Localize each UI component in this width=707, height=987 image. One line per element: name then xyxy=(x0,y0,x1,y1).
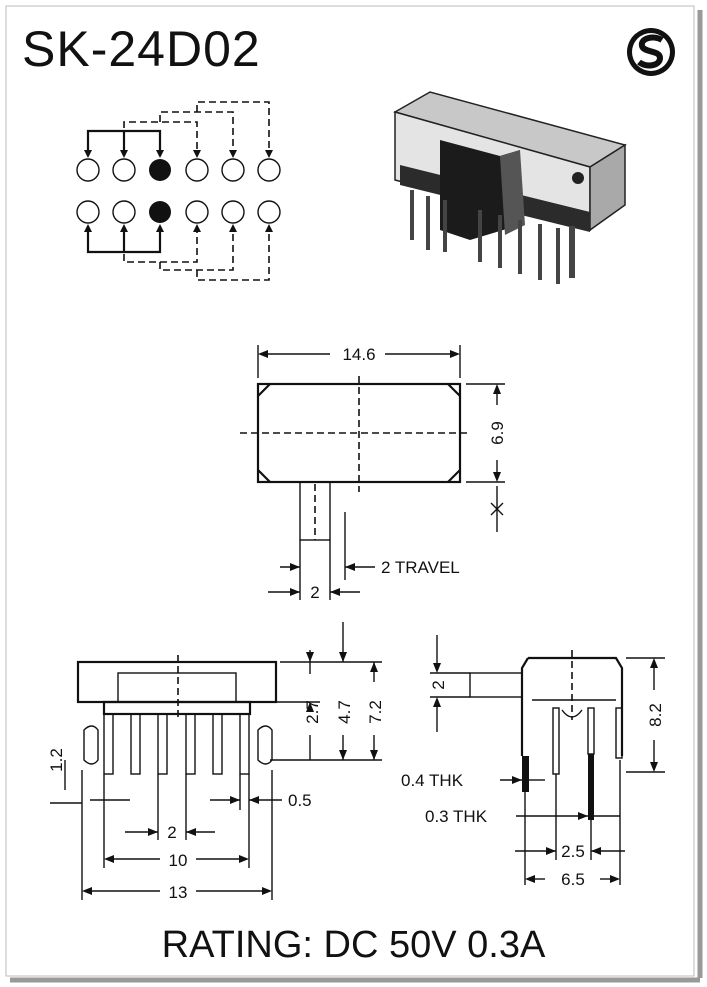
dim-h-total-label: 7.2 xyxy=(366,700,385,724)
dim-overall-label: 13 xyxy=(169,883,188,902)
dim-h-top-label: 4.7 xyxy=(335,700,354,724)
terminal-circle xyxy=(76,200,100,224)
terminal-circle xyxy=(221,158,245,182)
side-view-drawing xyxy=(430,635,665,885)
front-view-drawing xyxy=(50,622,382,900)
terminal-circle xyxy=(112,200,136,224)
dim-pitch-label: 2 xyxy=(167,823,176,842)
circuit-schematic xyxy=(76,101,281,281)
top-view-drawing xyxy=(240,345,505,600)
s-logo-icon xyxy=(627,28,675,76)
dim-height-label: 6.9 xyxy=(488,421,507,445)
dim-actuator-label: 2 xyxy=(310,583,319,602)
terminal-circle xyxy=(185,200,209,224)
terminal-circle xyxy=(257,158,281,182)
page-frame xyxy=(5,5,695,977)
terminal-circle xyxy=(221,200,245,224)
common-terminal xyxy=(149,159,171,181)
part-number-title: SK-24D02 xyxy=(22,21,261,77)
dim-row-span-label: 10 xyxy=(169,851,188,870)
product-3d-image xyxy=(393,91,627,284)
side-view-actuator xyxy=(469,672,523,698)
rating-text: RATING: DC 50V 0.3A xyxy=(161,924,546,966)
front-view-pins xyxy=(83,713,273,775)
common-terminal xyxy=(149,201,171,223)
dim-side-pitch-label: 2.5 xyxy=(561,842,585,861)
terminal-circle xyxy=(185,158,209,182)
terminal-circle xyxy=(112,158,136,182)
dim-pin-width-label: 0.5 xyxy=(288,791,312,810)
dim-side-actuator-label: 2 xyxy=(429,680,448,689)
dim-width-label: 14.6 xyxy=(342,345,375,364)
terminal-circle xyxy=(257,200,281,224)
front-view-body xyxy=(76,660,278,704)
dim-lead-label: 1.2 xyxy=(47,748,66,772)
dim-h-body-label: 2.7 xyxy=(303,700,322,724)
dim-thk-b-label: 0.3 THK xyxy=(425,807,488,826)
dim-side-height-label: 8.2 xyxy=(646,703,665,727)
dim-thk-a-label: 0.4 THK xyxy=(401,771,464,790)
dim-travel-label: 2 TRAVEL xyxy=(381,558,460,577)
dim-side-width-label: 6.5 xyxy=(561,870,585,889)
terminal-circle xyxy=(76,158,100,182)
